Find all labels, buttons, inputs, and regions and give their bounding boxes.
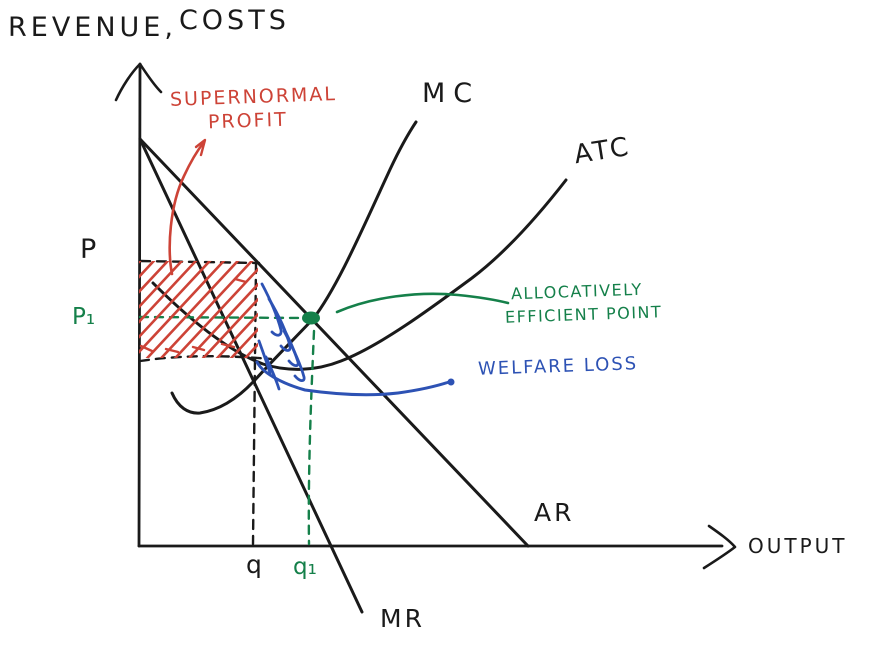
- x-axis-arrowhead-icon: [702, 524, 737, 570]
- monopoly-quantity-label: q: [246, 550, 262, 579]
- monopoly-quantity-dashed-line: [251, 262, 258, 546]
- supernormal-profit-pointer-arrowhead-icon: [194, 138, 207, 157]
- atc-curve: [151, 178, 568, 371]
- y-axis-label-revenue: REVENUE,: [8, 12, 177, 43]
- y-axis-label: REVENUE,COSTS: [8, 7, 290, 43]
- efficient-quantity-dashed-line: [307, 329, 316, 546]
- mr-curve-label: MR: [380, 604, 425, 633]
- efficient-quantity-label: q₁: [293, 554, 317, 580]
- welfare-loss-region-hatch: [257, 282, 306, 391]
- monopoly-price-label: P: [80, 234, 97, 265]
- y-axis-label-costs: COSTS: [178, 5, 290, 36]
- ar-curve: [138, 137, 530, 548]
- supernormal-profit-pointer: [168, 140, 206, 276]
- mc-curve-label: MC: [422, 78, 481, 109]
- allocatively-efficient-label-line1: ALLOCATIVELY: [510, 279, 644, 304]
- monopoly-price-dashed-line: [139, 259, 261, 265]
- x-axis-label: OUTPUT: [748, 534, 848, 558]
- allocatively-efficient-pointer: [335, 292, 510, 314]
- supernormal-profit-region-hatch: [139, 261, 258, 358]
- allocatively-efficient-point-marker: [302, 311, 320, 325]
- welfare-loss-pointer-dot: [447, 378, 455, 386]
- ar-curve-label: AR: [534, 498, 575, 527]
- welfare-loss-pointer: [255, 360, 451, 397]
- y-axis-arrowhead-icon: [114, 62, 163, 102]
- supernormal-profit-label-line2: PROFIT: [207, 108, 289, 134]
- mc-curve: [170, 120, 418, 415]
- mr-curve: [138, 137, 364, 614]
- efficient-price-label: P₁: [72, 304, 96, 330]
